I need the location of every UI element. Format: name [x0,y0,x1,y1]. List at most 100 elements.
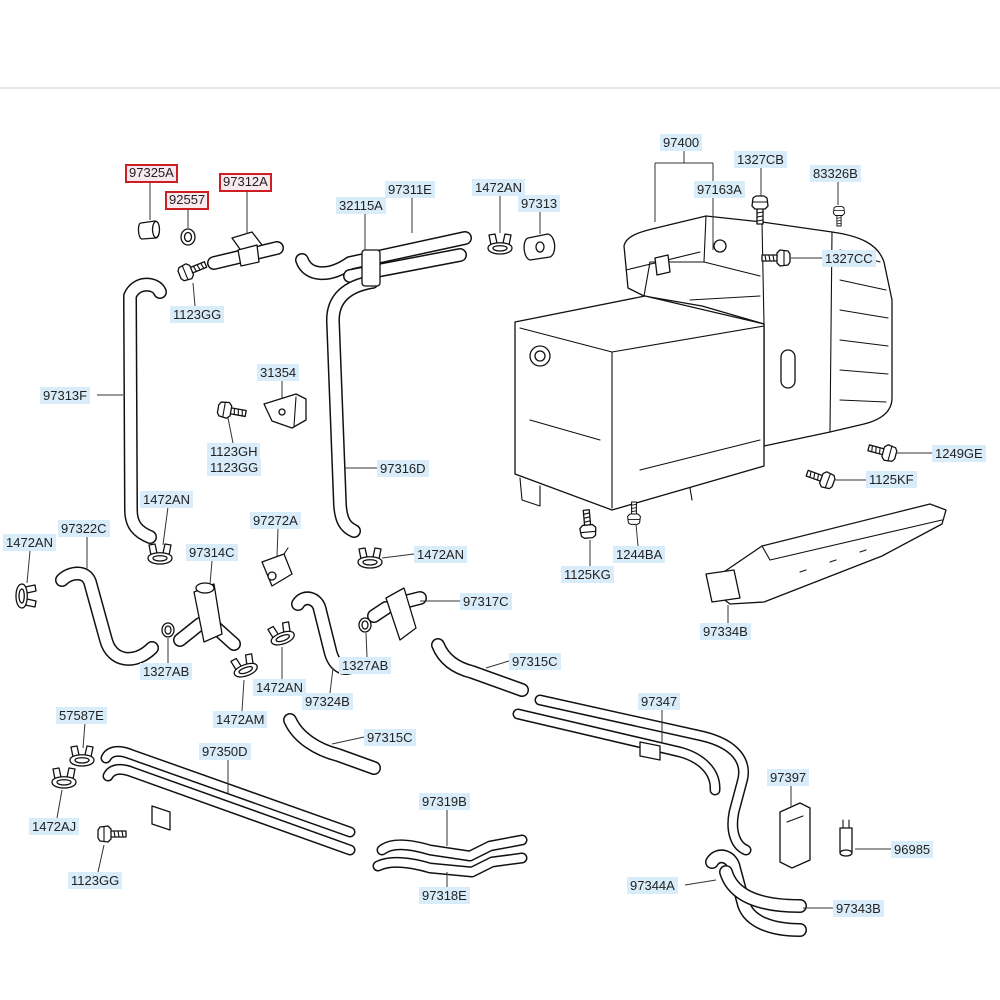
part-label-97347: 97347 [638,693,681,710]
leader-line [26,550,31,584]
tube-inner [296,232,471,279]
part-label-97315C-2: 97315C [364,729,416,746]
hose-connector-part [367,587,427,641]
part-label-97314C: 97314C [186,544,238,561]
part-label-96985: 96985 [891,841,934,858]
temperature-sensor-part [839,819,853,857]
mounting-bracket-part [779,802,811,869]
plug-part [137,220,161,240]
leader-line [329,667,334,694]
leader-line [192,282,196,307]
part-label-97397: 97397 [767,769,810,786]
pipe-bracket [639,741,661,761]
part-label-97317C: 97317C [460,593,512,610]
hose-clip-icon [69,745,95,767]
part-label-1125KG: 1125KG [561,566,614,583]
pipe-clamp [361,249,381,287]
part-label-1249GE: 1249GE [932,445,986,462]
tube-inner [102,747,354,836]
hose-clip-icon [265,619,297,649]
heater-unit [514,215,893,511]
bolt-icon [865,439,899,464]
pipe-bracket [151,805,171,831]
tube-inner [432,639,528,696]
part-label-1123GH: 1123GH [207,443,261,460]
bolt-icon [577,508,598,540]
bolt-icon [751,195,769,225]
ring-icon [358,617,372,633]
leader-line [635,523,639,547]
screw-icon [832,205,846,227]
part-label-97313F: 97313F [40,387,91,404]
leader-line [241,679,245,712]
tube-inner [124,279,166,543]
leader-line [331,736,365,745]
part-label-1327CC: 1327CC [822,250,876,267]
tube-inner [706,850,806,936]
part-label-1472AM: 1472AM [213,711,268,728]
part-label-97350D: 97350D [199,743,251,760]
leader-line [485,660,510,669]
leader-line [227,417,234,444]
part-label-1472AN-3: 1472AN [3,534,56,551]
part-label-97272A: 97272A [250,512,301,529]
part-label-1472AN-5: 1472AN [253,679,306,696]
leader-line [209,560,213,585]
part-label-97319B: 97319B [419,793,470,810]
leader-line [684,879,717,886]
part-label-97311E: 97311E [385,181,435,198]
tube-inner [378,836,526,860]
grommet-part [523,233,556,261]
part-label-1327CB: 1327CB [734,151,787,168]
tube-inner [284,714,380,774]
bolt-icon [97,825,127,843]
part-label-83326B: 83326B [810,165,861,182]
hose-fitting-part [207,231,284,270]
hose-clip-icon [228,651,260,681]
part-label-97343B: 97343B [833,900,884,917]
part-label-1327AB-2: 1327AB [339,657,392,674]
part-label-97315C-1: 97315C [509,653,561,670]
leader-line [365,632,368,658]
tube-inner [327,276,378,537]
part-label-92557: 92557 [165,191,210,210]
hose-clip-icon [51,767,77,789]
leader-line [56,789,63,819]
tube-inner [368,602,392,622]
leader-line [97,844,105,873]
tube-inner [514,710,719,794]
leader-line [654,150,714,222]
part-label-57587E: 57587E [56,707,107,724]
sensor-clamp-part [261,547,293,587]
part-label-1472AN-1: 1472AN [472,179,525,196]
hose-clip-icon [15,583,37,609]
part-label-32115A: 32115A [336,197,386,214]
tube-inner [104,765,354,854]
part-label-1123GG-1: 1123GG [170,306,225,323]
part-label-1123GG-3: 1123GG [68,872,123,889]
part-label-1472AN-2: 1472AN [140,491,193,508]
tube-inner [174,618,206,646]
part-label-1472AJ: 1472AJ [29,818,80,835]
water-valve-part [173,582,241,651]
part-label-97400: 97400 [660,134,703,151]
duct-plate [705,503,947,605]
leader-line [162,506,169,546]
tube-inner [56,568,158,665]
part-label-97313: 97313 [518,195,561,212]
part-label-97344A: 97344A [627,877,678,894]
part-label-31354: 31354 [257,364,300,381]
tube-inner [374,854,526,876]
leader-line [381,553,415,559]
tube-inner [720,866,806,912]
part-label-97312A: 97312A [219,173,272,192]
hose-clip-icon [487,233,513,255]
o-ring-part [180,228,196,246]
part-label-97316D: 97316D [377,460,429,477]
bolt-icon [175,256,210,284]
part-label-97334B: 97334B [700,623,751,640]
part-label-97163A: 97163A [694,181,745,198]
part-label-1327AB-1: 1327AB [140,663,193,680]
